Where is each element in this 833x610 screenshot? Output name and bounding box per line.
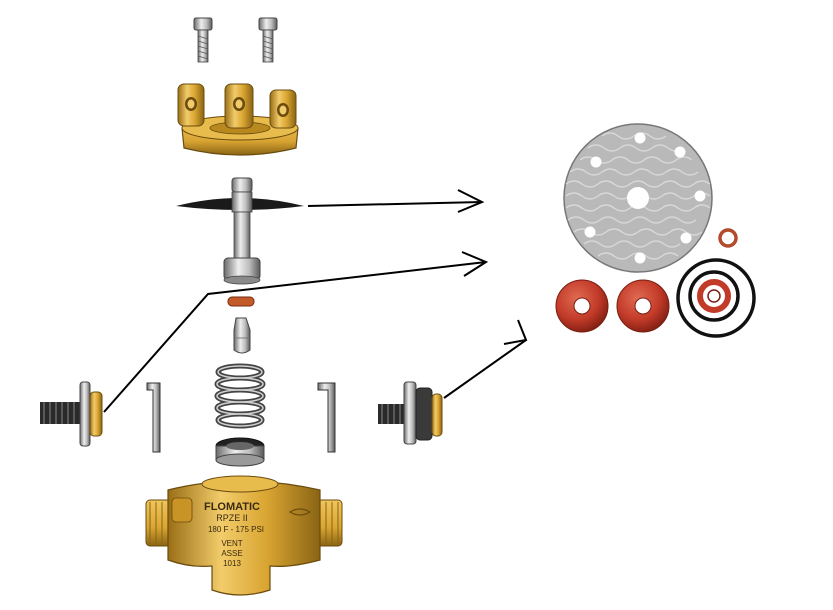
- bolt-left: [193, 17, 213, 63]
- test-cock-left: [177, 83, 205, 127]
- test-cock-center: [224, 83, 254, 129]
- seal-ring-center: [616, 279, 670, 333]
- arrow-left-check-to-kit: [103, 251, 489, 413]
- allen-key-left: [146, 382, 161, 453]
- test-cock-right: [269, 89, 297, 129]
- spring-icon: [214, 363, 266, 429]
- valve-seat-icon: [215, 437, 265, 467]
- body-standard-text: 1013: [223, 559, 241, 568]
- arrow-diaphragm-to-kit: [307, 189, 485, 213]
- body-vent-text: VENT: [221, 539, 242, 548]
- body-asse-text: ASSE: [221, 549, 242, 558]
- check-poppet-icon: [233, 317, 251, 354]
- bolt-right: [258, 17, 278, 63]
- check-valve-right: [378, 381, 443, 445]
- gasket-icon: [563, 123, 713, 273]
- diaphragm-icon: [176, 177, 304, 285]
- o-ring-small-icon: [718, 228, 738, 248]
- o-ring-large-icon: [676, 258, 756, 338]
- allen-key-right: [317, 382, 336, 453]
- body-brand-text: FLOMATIC: [204, 501, 260, 513]
- check-valve-left: [40, 381, 103, 447]
- o-ring-medium-icon: [688, 270, 740, 322]
- bolt-thread-icon: [197, 35, 209, 60]
- seal-ring-left: [555, 279, 609, 333]
- small-seal-icon: [227, 296, 255, 307]
- body-model-text: RPZE II: [216, 513, 248, 523]
- body-rating-text: 180 F - 175 PSI: [208, 525, 264, 534]
- seal-ring-small-icon: [697, 279, 731, 313]
- bolt-thread-icon: [262, 35, 274, 60]
- bonnet-icon: [177, 83, 299, 156]
- arrow-right-check-to-kit: [443, 319, 528, 399]
- valve-body-icon: FLOMATIC RPZE II 180 F - 175 PSI VENT AS…: [145, 475, 343, 596]
